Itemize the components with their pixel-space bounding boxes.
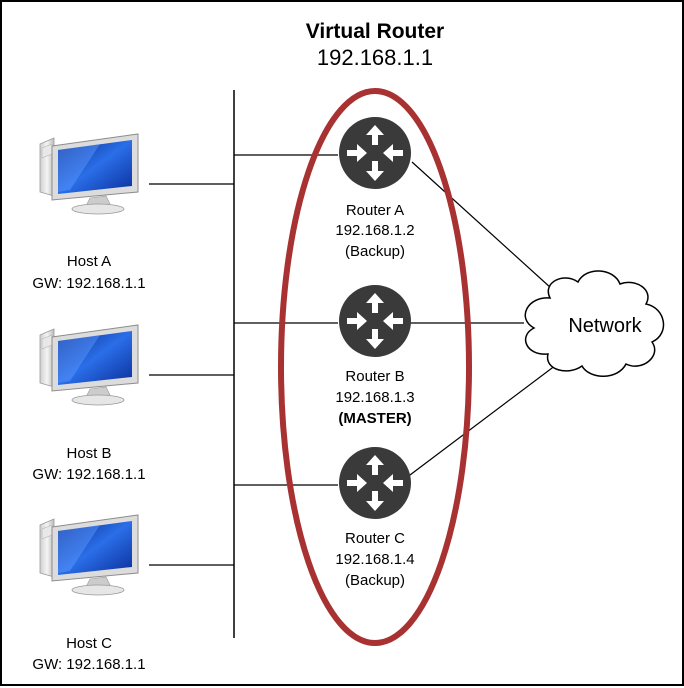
router-icon	[339, 117, 411, 189]
router-b-name: Router B	[345, 368, 404, 385]
router-a-network-link	[411, 161, 563, 299]
cloud-icon	[524, 270, 665, 377]
router-c-ip: 192.168.1.4	[335, 551, 414, 568]
virtual-router-ip: 192.168.1.1	[317, 45, 433, 70]
router-b-role: (MASTER)	[338, 410, 411, 427]
router-a-name: Router A	[346, 202, 404, 219]
router-c-name: Router C	[345, 530, 405, 547]
router-c-role: (Backup)	[345, 572, 405, 589]
computer-monitor-icon	[39, 133, 139, 215]
host-c-gateway: GW: 192.168.1.1	[32, 656, 145, 673]
router-a-ip: 192.168.1.2	[335, 222, 414, 239]
host-a-gateway: GW: 192.168.1.1	[32, 275, 145, 292]
virtual-router-ellipse	[278, 88, 472, 646]
computer-monitor-icon	[39, 514, 139, 596]
router-c-network-link	[405, 361, 561, 479]
computer-monitor-icon	[39, 324, 139, 406]
router-a-role: (Backup)	[345, 243, 405, 260]
host-b-gateway: GW: 192.168.1.1	[32, 466, 145, 483]
host-b-name: Host B	[66, 445, 111, 462]
network-label: Network	[568, 315, 642, 337]
host-c-name: Host C	[66, 635, 112, 652]
host-a-name: Host A	[67, 253, 111, 270]
router-icon	[339, 447, 411, 519]
router-icon	[339, 285, 411, 357]
virtual-router-title: Virtual Router	[306, 20, 444, 43]
router-b-ip: 192.168.1.3	[335, 389, 414, 406]
